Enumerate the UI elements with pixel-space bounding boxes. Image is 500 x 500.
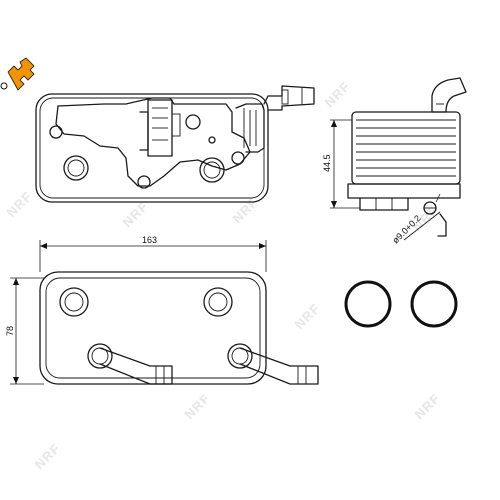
watermark: NRF	[32, 441, 64, 473]
o-ring-left	[344, 280, 392, 328]
watermark: NRF	[412, 391, 444, 423]
logo-puzzle-icon	[7, 57, 35, 91]
width-dimension-label: 163	[142, 235, 157, 245]
watermark: NRF	[4, 189, 36, 221]
side-height-label: 44.5	[322, 154, 332, 172]
watermark: NRF	[230, 195, 262, 227]
watermark: NRF	[292, 301, 324, 333]
side-view: ø9.0+0.2 44.5	[322, 77, 467, 245]
bottom-view: 163 78	[5, 235, 319, 385]
watermark: NRF	[182, 391, 214, 423]
top-view	[35, 85, 315, 203]
watermark: NRF	[322, 79, 354, 111]
watermark: NRF	[120, 199, 152, 231]
o-ring-seals	[344, 280, 458, 328]
o-ring-right	[410, 280, 458, 328]
brand-logo	[0, 57, 35, 91]
watermark-layer: NRF NRF NRF NRF NRF NRF NRF NRF NRF	[4, 79, 444, 473]
height-dimension-label: 78	[5, 326, 15, 336]
